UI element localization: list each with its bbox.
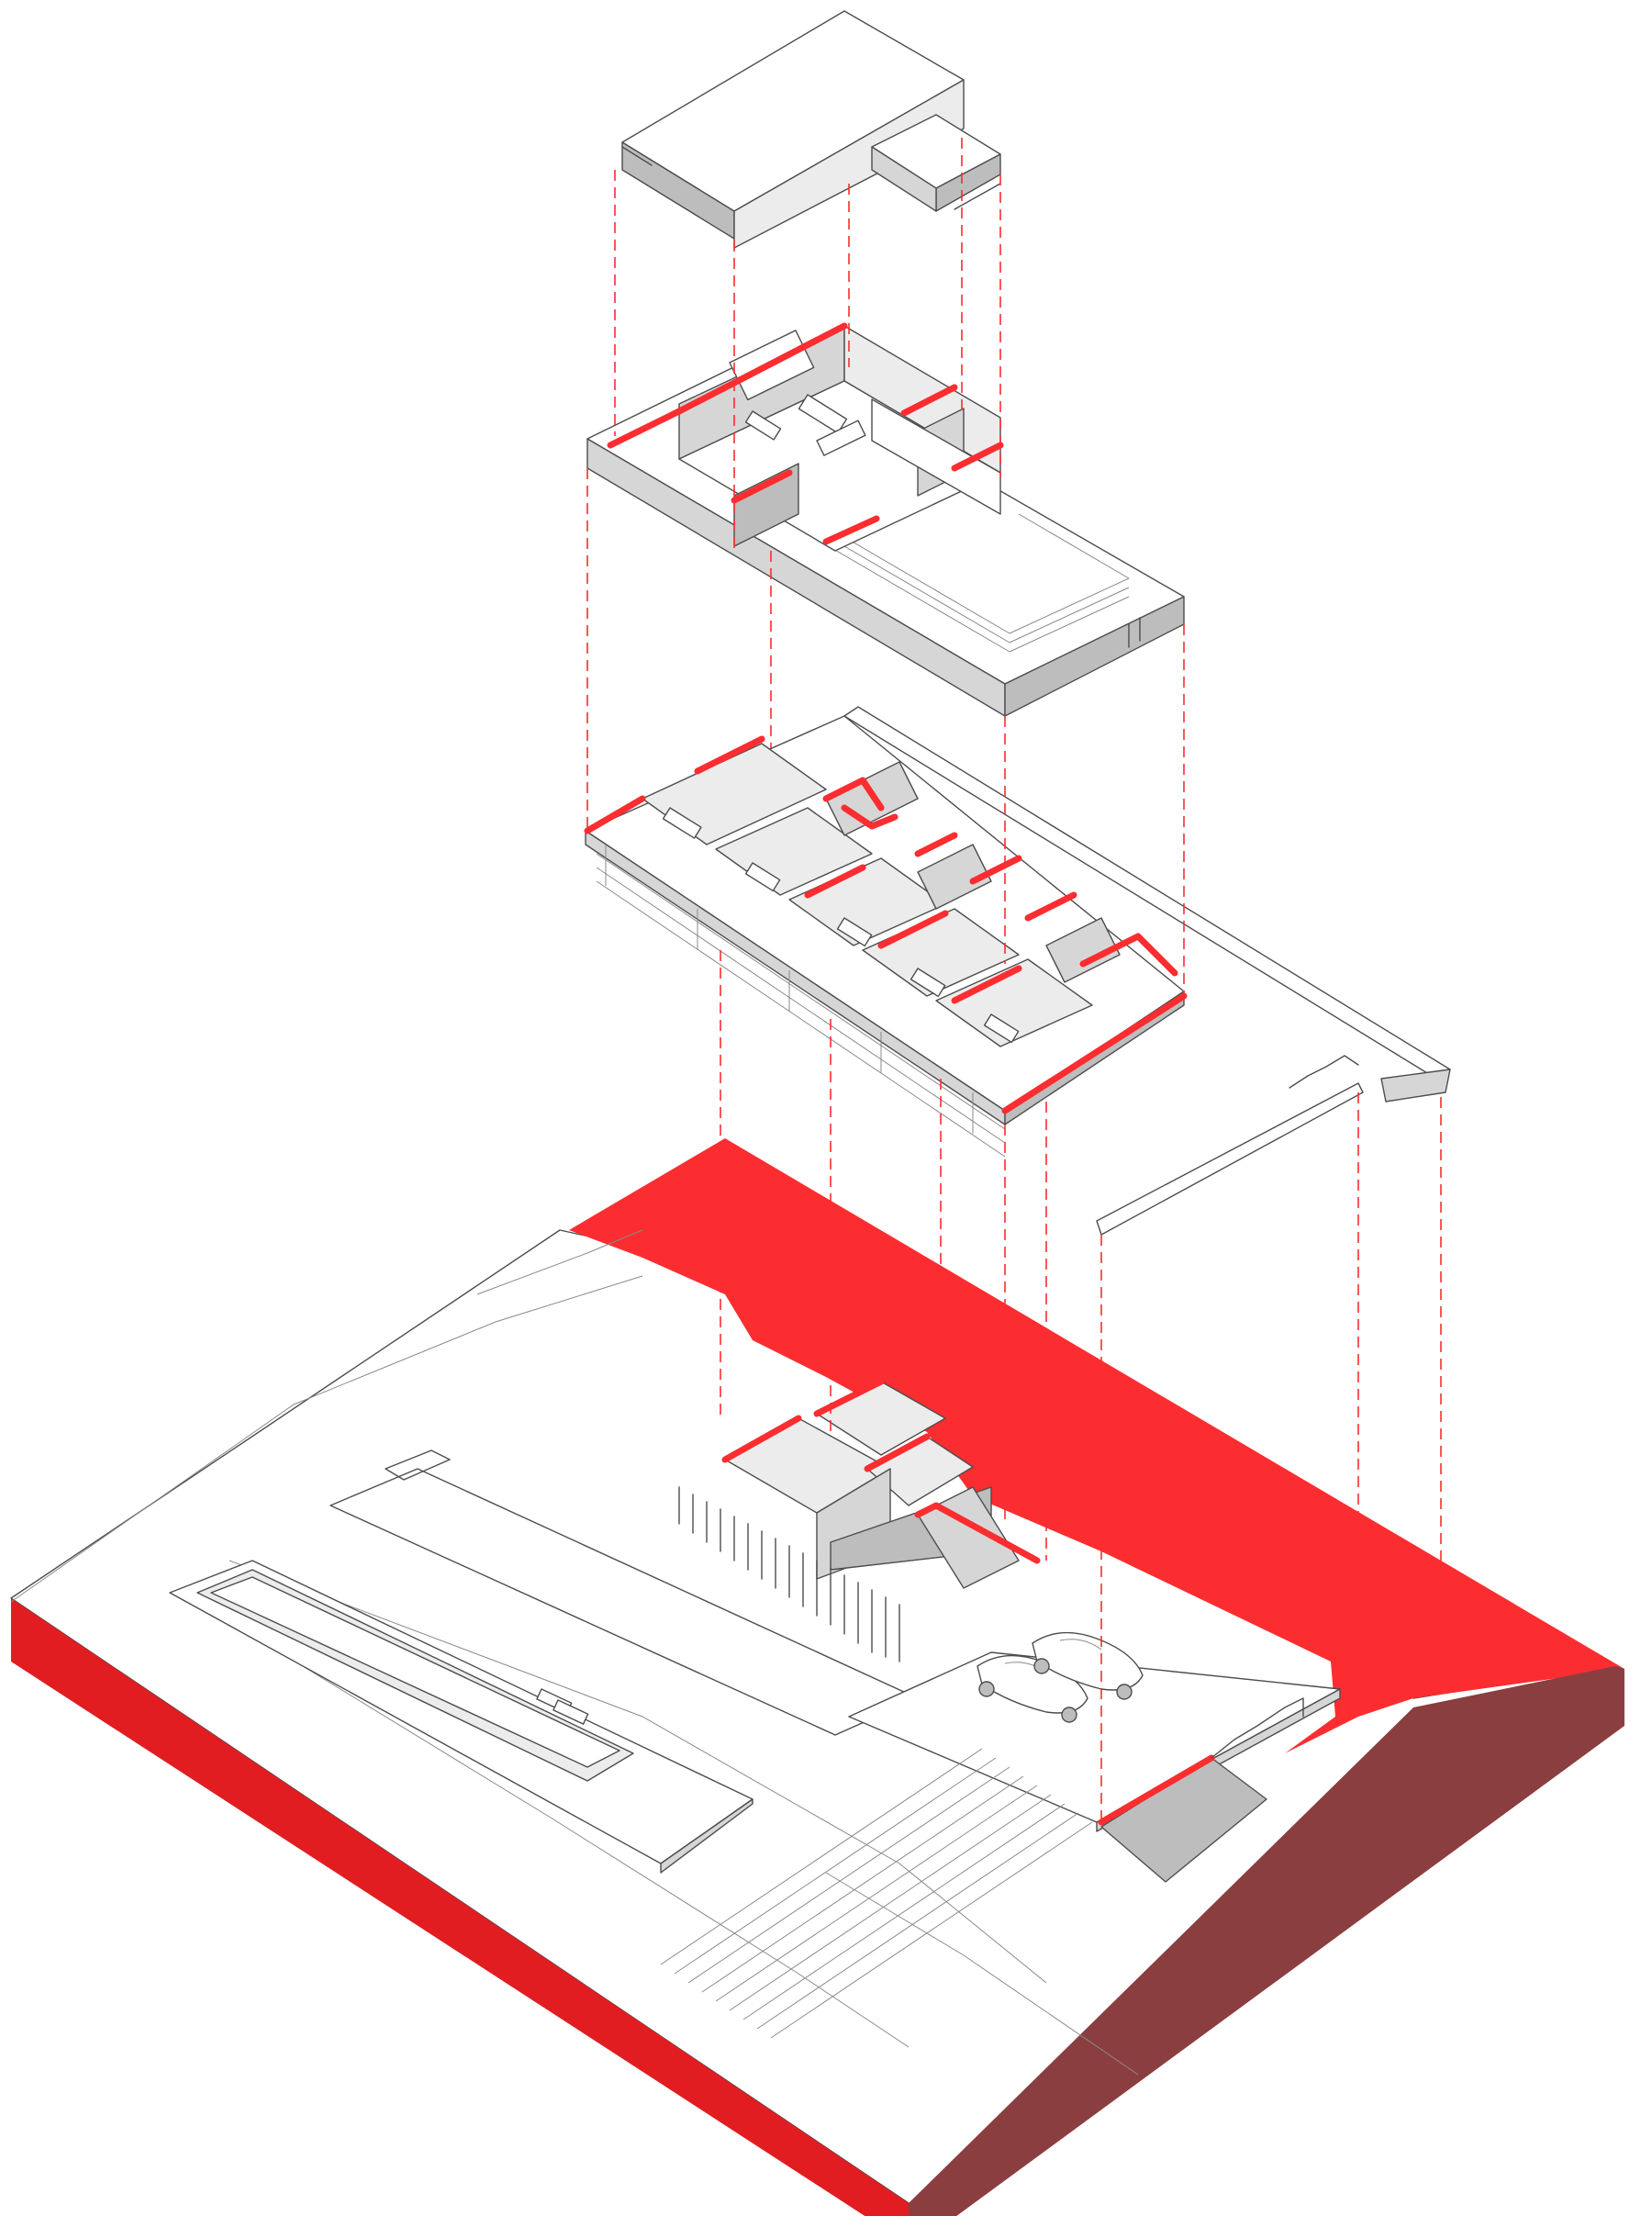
terrain-contour-line	[10, 1275, 643, 1603]
upper-floor-layer	[586, 322, 1185, 717]
site-terrain-layer	[10, 1138, 1624, 2216]
roof-layer	[621, 10, 1001, 249]
ground-floor-wing-wall	[1096, 1082, 1364, 1236]
alignment-guide-lines	[586, 138, 1442, 1822]
terrain-contour-line	[219, 1615, 910, 2048]
terrace-steps	[385, 1449, 451, 1481]
terrain-red-cut-surface	[569, 1138, 1624, 1753]
ground-floor-interior	[642, 743, 1121, 1047]
terrain-contour-line	[229, 1560, 1047, 1984]
basement-section-wall	[914, 1502, 1041, 1564]
roof-edge-highlight	[954, 183, 1001, 210]
desk	[744, 410, 782, 441]
terrain-side-section-face	[909, 1666, 1624, 2216]
ground-floor-layer	[584, 706, 1451, 1236]
swimming-pool-water	[210, 1576, 620, 1768]
sun-lounger	[553, 1699, 589, 1725]
basement-section-wall	[864, 1433, 931, 1472]
terrain-front-section-face	[11, 1598, 909, 2216]
terrain-contour-line	[476, 1229, 643, 1295]
roof-edge-highlight	[621, 146, 653, 166]
basement-section-wall	[813, 1378, 885, 1417]
ground-floor-section-walls	[584, 735, 1188, 1114]
basement-section-wall	[721, 1415, 802, 1463]
entry-stair	[1211, 1697, 1304, 1759]
upper-floor-section-walls	[607, 322, 1004, 545]
ground-floor-stair	[1289, 1055, 1359, 1089]
sofa	[798, 394, 848, 434]
pool-terrace-edge	[660, 1798, 753, 1874]
retaining-wall-section	[1098, 1754, 1215, 1826]
ground-floor-louvre-screen	[596, 845, 1006, 1158]
sofa	[816, 420, 866, 456]
terrain-contour-line	[825, 1872, 1139, 2076]
garden-fin-row	[678, 1486, 900, 1662]
car	[1032, 1631, 1144, 1700]
roof-main-underside	[733, 79, 965, 249]
roof-secondary-side	[871, 146, 937, 212]
ground-floor-canopy-beam-end	[1380, 1069, 1451, 1102]
driveway-ramp	[660, 1748, 1093, 2039]
